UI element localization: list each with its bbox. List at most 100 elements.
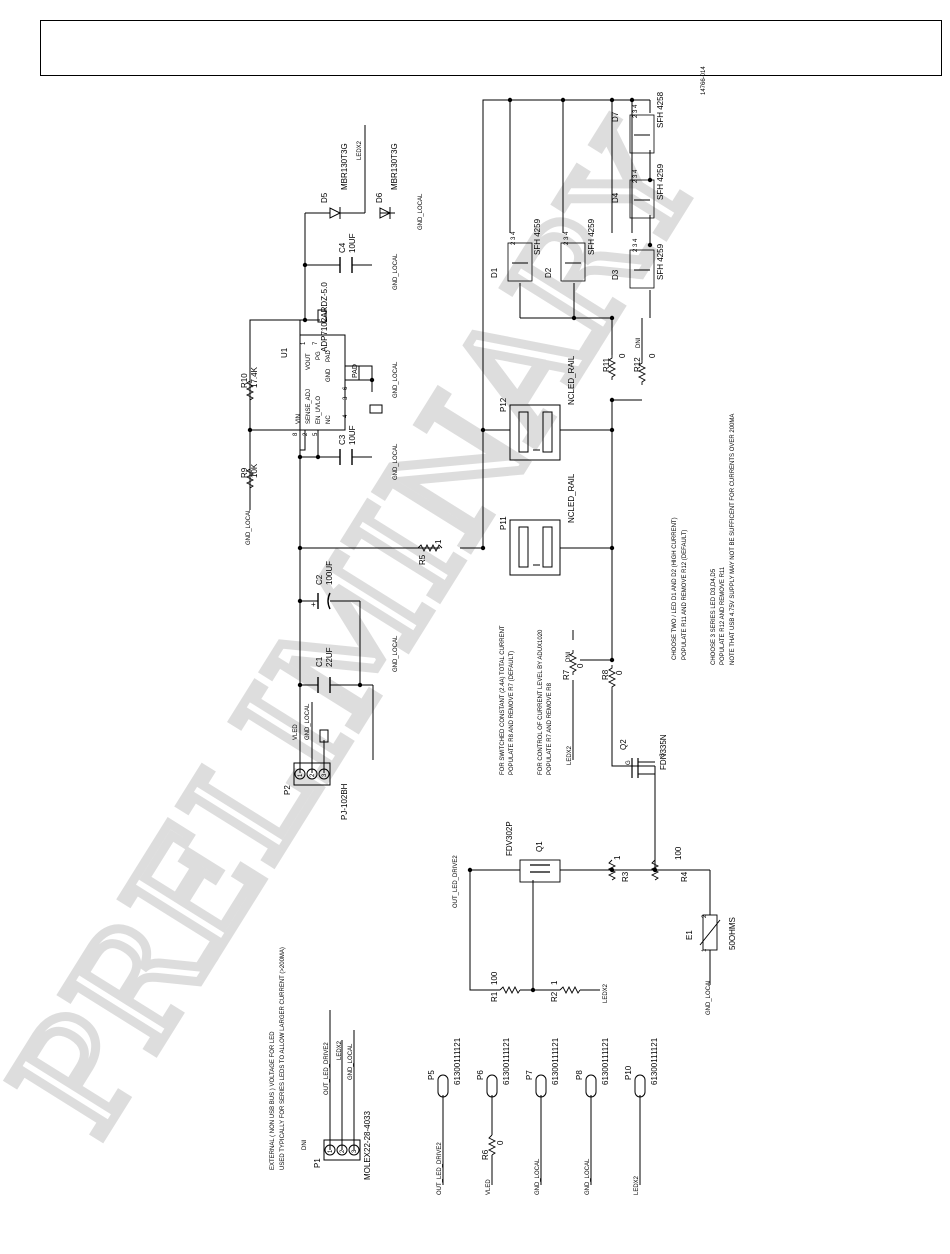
- note-populate-r8: POPULATE R8 AND REMOVE R7 (DEFAULT): [509, 651, 515, 775]
- notes: EXTERNAL ( NON USB BUS ) VOLTAGE FOR LED…: [270, 414, 736, 1170]
- net-gnd-r9: GND_LOCAL: [246, 508, 252, 545]
- u1-pin3: 3: [343, 396, 349, 400]
- r12-ref: R12: [633, 357, 642, 372]
- connector-p2: P2 PJ-102BH 1 2 3 VLED GND_LOCAL: [283, 703, 349, 820]
- p1-part: MOLEX22-28-4033: [363, 1111, 372, 1180]
- svg-text:2 3 4: 2 3 4: [633, 169, 639, 183]
- d5-part: MBR130T3G: [340, 143, 349, 190]
- p6-ref: P6: [476, 1070, 485, 1080]
- net-vled-p2: VLED: [293, 724, 299, 740]
- d1-ref: D1: [490, 267, 499, 278]
- svg-text:2 3 4: 2 3 4: [511, 231, 517, 245]
- figure-number: 14766-014: [701, 66, 707, 95]
- r7-dni: DNI: [566, 651, 572, 662]
- resistor-r7: R7 DNI 0 LEDX2: [562, 649, 585, 765]
- p11-net: NCLED_RAIL: [567, 473, 576, 523]
- c1-ref: C1: [315, 656, 324, 667]
- u1-vin: VIN: [296, 414, 302, 424]
- schematic-content: 14766-014: [240, 66, 737, 1195]
- resistor-r3: R3 1: [607, 855, 630, 882]
- p5-ref: P5: [427, 1070, 436, 1080]
- p12-net: NCLED_RAIL: [567, 355, 576, 405]
- r9-value: 10K: [250, 463, 259, 478]
- connector-p12: P12 NCLED_RAIL: [499, 355, 576, 461]
- u1-vout: VOUT: [306, 353, 312, 370]
- r9-ref: R9: [240, 467, 249, 478]
- resistor-r4: R4 100: [650, 846, 689, 882]
- d2-part: SFH 4259: [587, 218, 596, 255]
- capacitor-c3: C3 10UF GND_LOCAL: [338, 425, 399, 480]
- p8-part: 61300111121: [601, 1037, 610, 1085]
- mosfet-q1: Q1 FDV302P OUT_LED_DRIVE2: [453, 821, 561, 908]
- resistor-r9: R9 10K GND_LOCAL: [240, 463, 259, 545]
- connector-p11: P11 NCLED_RAIL: [499, 473, 576, 576]
- q2-s: S: [660, 753, 666, 757]
- capacitor-c4: C4 10UF GND_LOCAL: [338, 233, 399, 290]
- p6-part: 61300111121: [502, 1037, 511, 1085]
- u1-ref: U1: [280, 347, 289, 358]
- p7-ref: P7: [525, 1070, 534, 1080]
- p2-ref: P2: [283, 785, 292, 795]
- c2-ref: C2: [315, 574, 324, 585]
- r10-value: 17.4K: [250, 366, 259, 388]
- led-d4: 2 3 4 D4 SFH 4259: [611, 163, 665, 219]
- c3-ref: C3: [338, 434, 347, 445]
- u1-sense: SENSE_ADJ: [306, 389, 312, 424]
- p2-pin3: 3: [322, 773, 328, 777]
- svg-text:2 3 4: 2 3 4: [633, 238, 639, 252]
- e1-ref: E1: [685, 930, 694, 940]
- p7-part: 61300111121: [551, 1037, 560, 1085]
- net-ledx2-top: LEDX2: [357, 140, 363, 160]
- u1-en: EN_UVLO: [316, 396, 322, 424]
- u1-pin4: 4: [343, 414, 349, 418]
- resistor-r8: R8 0: [601, 664, 624, 691]
- r10-ref: R10: [240, 373, 249, 388]
- d4-ref: D4: [611, 192, 620, 203]
- note-series-leds: USED TYPICALLY FOR SERIES LEDS TO ALLOW …: [280, 947, 286, 1170]
- resistor-r11: R11 0: [602, 353, 627, 381]
- c4-ref: C4: [338, 242, 347, 253]
- note-control-current: FOR CONTROL OF CURRENT LEVEL BY ADUX1020: [538, 629, 544, 775]
- net-out-led-p1: OUT_LED_DRIVE2: [324, 1042, 330, 1095]
- d1-part: SFH 4259: [533, 218, 542, 255]
- r7-ref: R7: [562, 669, 571, 680]
- u1-nc: NC: [326, 415, 332, 424]
- net-gnd-c3: GND_LOCAL: [393, 443, 399, 480]
- svg-text:+: +: [311, 600, 316, 609]
- regulator-u1: U1 ADP7102ARDZ-5.0 VIN SENSE_ADJ EN_UVLO…: [280, 282, 399, 436]
- note-choose-3-series: CHOOSE 3 SERIES LED D3,D4,D5: [711, 568, 717, 665]
- diode-d6: D6 MBR130T3G GND_LOCAL: [375, 143, 424, 230]
- net-gnd-e1: GND_LOCAL: [706, 978, 712, 1015]
- u1-pin7: 7: [313, 341, 319, 345]
- p2-pin2: 2: [310, 773, 316, 777]
- net-out-led-q1: OUT_LED_DRIVE2: [453, 855, 459, 908]
- header-p7: P7 61300111121 GND_LOCAL: [525, 1037, 560, 1195]
- mosfet-q2: Q2 FDN335N G S: [619, 734, 668, 778]
- d3-ref: D3: [611, 269, 620, 280]
- p12-ref: P12: [499, 397, 508, 412]
- note-usb: NOTE THAT USB 4.75V SUPPLY MAY NOT BE SU…: [730, 414, 736, 665]
- r4-ref: R4: [680, 871, 689, 882]
- junctions: [247, 97, 658, 993]
- r1-value: 100: [490, 971, 499, 985]
- r8-value: 0: [615, 670, 624, 675]
- capacitor-c1: C1 22UF: [315, 647, 334, 693]
- d5-ref: D5: [320, 192, 329, 203]
- u1-pin6: 6: [343, 386, 349, 390]
- r11-ref: R11: [602, 357, 611, 372]
- resistor-r2: R2 1 LEDX2: [550, 980, 609, 1003]
- resistor-r1: R1 100: [490, 971, 521, 1002]
- c2-value: 100UF: [325, 561, 334, 585]
- p1-pin2: 2: [340, 1149, 346, 1153]
- p11-ref: P11: [499, 516, 508, 530]
- r1-ref: R1: [490, 991, 499, 1002]
- led-d3: 2 3 4 D3 SFH 4259: [611, 238, 665, 289]
- p8-ref: P8: [575, 1070, 584, 1080]
- q2-part: FDN335N: [659, 734, 668, 770]
- header-p5: P5 61300111121 OUT_LED_DRIVE2: [427, 1037, 462, 1195]
- resistor-r10: R10 17.4K: [240, 366, 259, 404]
- r4-value: 100: [674, 846, 683, 860]
- svg-text:2 3 4: 2 3 4: [633, 104, 639, 118]
- svg-text:2 3 4: 2 3 4: [564, 231, 570, 245]
